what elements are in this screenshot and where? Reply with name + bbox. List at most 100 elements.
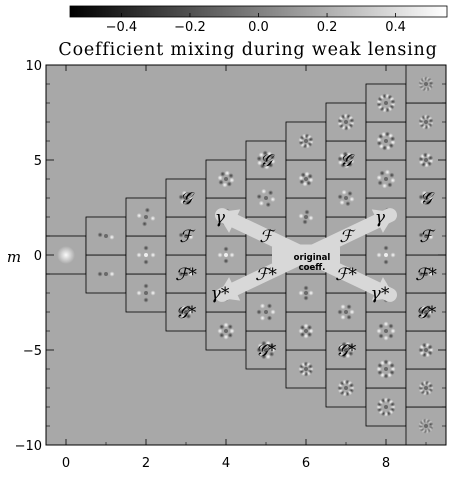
operator-gamma: γ [375,208,386,228]
basis-pattern-lobe [418,194,424,200]
basis-pattern-lobe [264,164,270,170]
colorbar-tick-label: −0.2 [174,20,206,35]
basis-pattern-lobe [150,252,156,258]
basis-pattern-core [184,310,188,314]
y-tick-label: −5 [23,344,42,359]
y-tick-label: 10 [25,59,42,74]
basis-pattern-lobe [383,245,389,251]
coefficient-tile [365,121,407,161]
basis-pattern-lobe [308,136,314,143]
basis-pattern-lobe [97,232,103,238]
basis-pattern-core [424,196,428,200]
mixing-arrow-head [216,277,241,301]
coefficient-tile [405,254,447,294]
basis-pattern-core [344,120,348,124]
x-tick-label: 0 [62,456,70,471]
basis-pattern-lobe [186,191,192,197]
coefficient-tile [405,64,447,104]
basis-pattern-lobe [376,252,382,258]
operator-f: ℱ [419,227,436,247]
basis-pattern-core [144,215,148,219]
basis-pattern-lobe [136,252,142,258]
basis-pattern-core [184,234,188,238]
basis-pattern-lobe [388,333,394,339]
basis-pattern-lobe [219,332,225,338]
basis-pattern-lobe [376,175,382,181]
basis-pattern-lobe [298,290,304,296]
basis-pattern-lobe [223,334,229,340]
basis-pattern-lobe [428,80,434,86]
basis-pattern-lobe [265,202,271,208]
basis-pattern-core [304,367,308,371]
basis-pattern-core [184,272,188,276]
basis-pattern-lobe [390,328,396,334]
basis-pattern-lobe [180,199,186,205]
basis-pattern-lobe [425,313,432,319]
basis-pattern-lobe [256,194,262,200]
basis-pattern-lobe [222,182,228,188]
basis-pattern-lobe [348,154,355,161]
basis-pattern-lobe [270,309,276,315]
basis-pattern-lobe [269,343,275,349]
basis-pattern-core [304,215,308,219]
basis-pattern-lobe [427,155,434,161]
coefficient-tile [325,330,367,370]
mixing-arrow-head [371,277,396,301]
basis-pattern-core [424,348,428,352]
coefficient-tile [365,83,407,123]
basis-pattern-lobe [257,351,263,357]
basis-pattern-lobe [389,172,395,178]
coefficient-tile [405,368,447,408]
coefficient-tile [405,216,447,256]
basis-pattern-lobe [390,99,396,105]
original-coeff-box [272,244,340,266]
operator-g: 𝒢 [420,189,435,209]
basis-pattern-core [384,367,388,371]
basis-pattern-core [304,177,308,181]
basis-pattern-lobe [345,201,351,207]
basis-pattern-lobe [420,305,427,311]
operator-fs: ℱ* [175,265,197,285]
basis-pattern-core [344,348,348,352]
basis-pattern-lobe [349,309,355,315]
basis-pattern-lobe [178,309,184,315]
basis-pattern-core [344,386,348,390]
basis-pattern-lobe [383,335,389,341]
basis-pattern-lobe [426,191,432,197]
basis-pattern-lobe [136,213,142,219]
operator-fs: ℱ* [255,265,277,285]
basis-pattern-core [264,348,268,352]
coefficient-tile [85,216,127,256]
basis-pattern-lobe [256,309,262,315]
basis-pattern-lobe [347,190,353,197]
basis-pattern-lobe [428,118,434,124]
plot-title: Coefficient mixing during weak lensing [58,40,437,60]
basis-pattern-lobe [143,297,149,303]
operator-fs: ℱ* [415,265,437,285]
basis-pattern-lobe [266,303,273,309]
basis-pattern-lobe [109,271,115,277]
basis-pattern-lobe [428,196,434,202]
x-tick-label: 2 [142,456,150,471]
basis-pattern-lobe [143,283,149,289]
basis-pattern-core [424,120,428,124]
basis-pattern-lobe [224,170,230,176]
basis-pattern-lobe [229,328,235,334]
operator-gamma: γ [215,208,226,228]
basis-pattern-lobe [348,382,355,388]
coefficient-tile [325,292,367,332]
coefficient-tile [285,159,327,199]
basis-pattern-lobe [258,152,264,158]
basis-pattern-lobe [256,347,262,353]
basis-pattern-lobe [178,271,184,277]
coefficient-tile [285,197,327,237]
basis-pattern-lobe [349,196,355,202]
basis-pattern-lobe [376,328,382,334]
coefficient-tile [285,311,327,351]
basis-pattern-lobe [266,315,273,321]
basis-pattern-core [184,196,188,200]
basis-pattern-lobe [97,271,103,277]
basis-pattern-lobe [303,285,309,291]
